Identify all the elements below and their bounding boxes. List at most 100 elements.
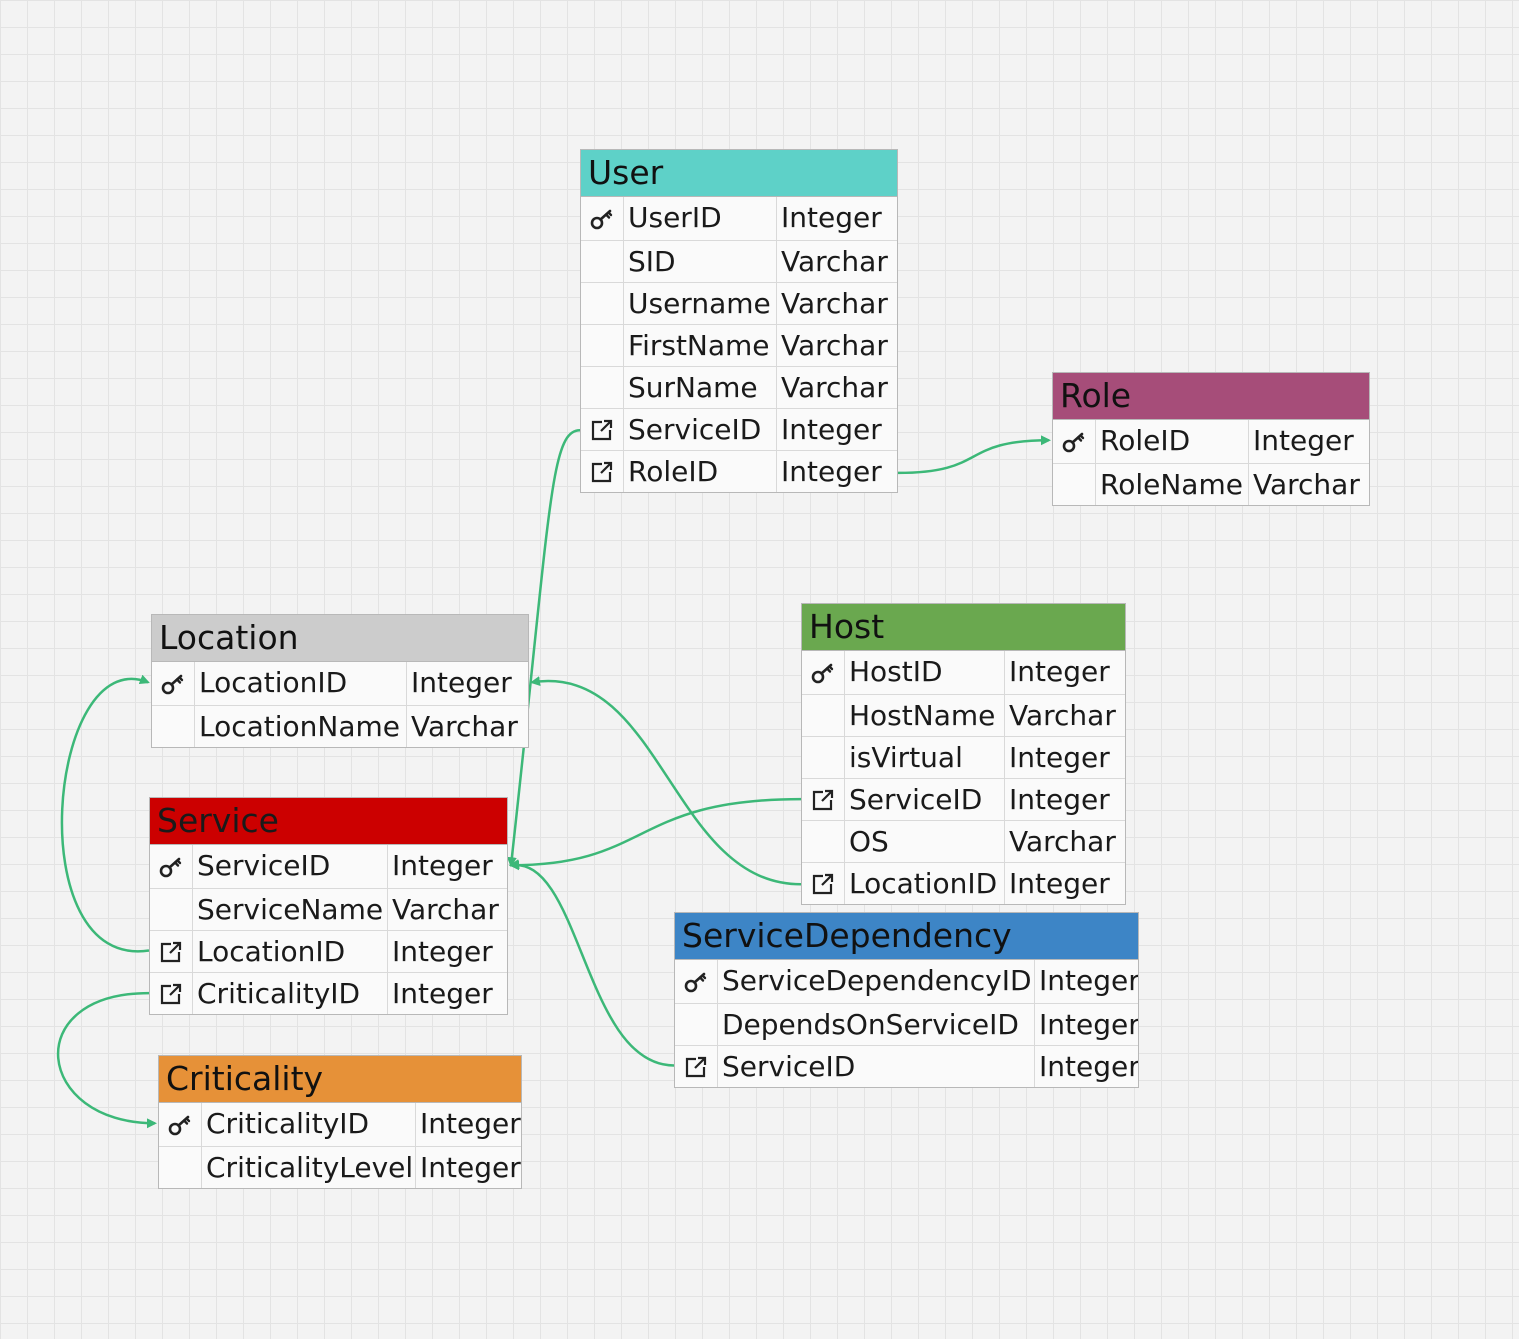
column-name: CriticalityID — [202, 1103, 416, 1146]
table-title-role[interactable]: Role — [1053, 373, 1369, 420]
relation-host-serviceid-to-service[interactable] — [509, 797, 802, 871]
table-title-criticality[interactable]: Criticality — [159, 1056, 521, 1103]
icon-cell-empty — [581, 241, 624, 282]
external-link-icon — [802, 863, 845, 904]
external-link-icon — [581, 409, 624, 450]
icon-cell-empty — [152, 706, 195, 747]
relation-user-roleid-to-role[interactable] — [897, 435, 1051, 475]
column-type: Integer — [1009, 655, 1110, 688]
icon-cell-empty — [581, 367, 624, 408]
column-type: Varchar — [781, 329, 888, 362]
column-name: CriticalityID — [193, 973, 388, 1014]
column-type: Integer — [392, 977, 493, 1010]
column-type: Integer — [392, 935, 493, 968]
column-type: Integer — [420, 1151, 521, 1184]
table-title-location[interactable]: Location — [152, 615, 528, 662]
table-title-host[interactable]: Host — [802, 604, 1125, 651]
column-name: CriticalityLevel — [202, 1147, 416, 1188]
column-name: ServiceID — [624, 409, 777, 450]
relation-service-criticalityid-to-criticality[interactable] — [57, 991, 157, 1129]
table-title-servicedependency[interactable]: ServiceDependency — [675, 913, 1138, 960]
icon-cell-empty — [802, 821, 845, 862]
column-name: LocationID — [193, 931, 388, 972]
key-icon — [802, 651, 845, 694]
key-icon — [152, 662, 195, 705]
icon-cell-empty — [159, 1147, 202, 1188]
column-type: Integer — [420, 1107, 521, 1140]
table-title-service[interactable]: Service — [150, 798, 507, 845]
relation-service-locationid-to-location[interactable] — [60, 674, 150, 953]
column-type: Varchar — [781, 245, 888, 278]
icon-cell-empty — [1053, 464, 1096, 505]
column-type: Integer — [781, 455, 882, 488]
column-type: Varchar — [1009, 825, 1116, 858]
column-type: Varchar — [781, 287, 888, 320]
column-name: SurName — [624, 367, 777, 408]
icon-cell-empty — [802, 737, 845, 778]
relation-servicedependency-serviceid-to-service[interactable] — [509, 859, 675, 1067]
key-icon — [581, 197, 624, 240]
icon-cell-empty — [581, 283, 624, 324]
key-icon — [159, 1103, 202, 1146]
column-name: FirstName — [624, 325, 777, 366]
column-type: Integer — [1009, 783, 1110, 816]
column-name: ServiceID — [845, 779, 1005, 820]
column-type: Varchar — [781, 371, 888, 404]
column-name: isVirtual — [845, 737, 1005, 778]
column-type: Integer — [411, 666, 512, 699]
table-title-user[interactable]: User — [581, 150, 897, 197]
column-name: Username — [624, 283, 777, 324]
column-name: LocationID — [195, 662, 407, 705]
column-type: Integer — [1253, 424, 1354, 457]
relation-host-locationid-to-location[interactable] — [530, 676, 802, 886]
icon-cell-empty — [675, 1004, 718, 1045]
column-name: LocationName — [195, 706, 407, 747]
key-icon — [1053, 420, 1096, 463]
column-name: SID — [624, 241, 777, 282]
column-type: Varchar — [1253, 468, 1360, 501]
key-icon — [675, 960, 718, 1003]
column-type: Integer — [392, 849, 493, 882]
external-link-icon — [802, 779, 845, 820]
icon-cell-empty — [802, 695, 845, 736]
key-icon — [150, 845, 193, 888]
